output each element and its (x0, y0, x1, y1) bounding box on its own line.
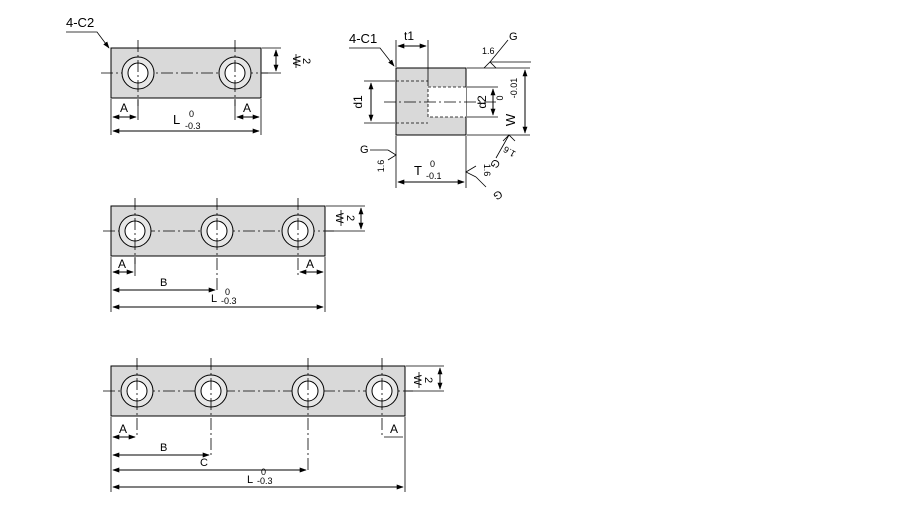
two-hole-plate-view: 4-C2 W 2 A A L 0 -0.3 (66, 15, 312, 135)
dim-a-label: A (120, 101, 128, 115)
chamfer-c2-leader (66, 31, 110, 49)
hole (120, 358, 154, 437)
surface-finish-symbol: G 1.6 (487, 134, 518, 170)
dim-a-label: A (119, 422, 127, 436)
surface-finish-symbol: G 1.6 (482, 31, 531, 69)
side-section-view: 4-C1 t1 d1 d2 W 0 -0.01 T 0 -0.1 (349, 29, 531, 202)
dim-c-label: C (200, 457, 208, 469)
dim-l-label: L (247, 474, 253, 486)
dim-a-label: A (243, 101, 251, 115)
w-half-denominator: 2 (422, 377, 434, 383)
tol-upper: 0 (225, 287, 230, 297)
dim-t-label: T (414, 163, 422, 178)
hole (218, 40, 252, 106)
dim-d1-label: d1 (351, 95, 365, 109)
datum-g-label: G (509, 31, 518, 43)
w-half-numerator: W (411, 375, 423, 386)
hole (200, 198, 234, 290)
dim-d2-label: d2 (475, 95, 489, 109)
chamfer-c2-label: 4-C2 (66, 15, 94, 30)
roughness-label: 1.6 (376, 160, 386, 173)
surface-finish-symbol: G 1.6 (360, 144, 397, 173)
tol-lower: -0.3 (257, 476, 273, 486)
dim-l-label: L (173, 112, 180, 127)
dim-b-label: B (160, 277, 167, 289)
chamfer-c1-label: 4-C1 (349, 31, 377, 46)
dim-b-label: B (160, 442, 167, 454)
three-hole-plate-view: W 2 A A B L 0 -0.3 (103, 198, 365, 312)
hole (365, 358, 399, 437)
hole (281, 198, 315, 276)
dim-a-label: A (390, 422, 398, 436)
datum-g-label: G (360, 144, 369, 156)
hole (194, 358, 228, 455)
hole (121, 40, 155, 106)
roughness-label: 1.6 (482, 164, 492, 177)
tol-upper: 0 (261, 467, 266, 477)
roughness-label: 1.6 (482, 46, 495, 56)
tol-upper: 0 (430, 159, 435, 169)
tol-lower: -0.3 (221, 296, 237, 306)
tol-upper: 0 (189, 109, 194, 119)
tol-upper: 0 (495, 95, 505, 100)
dim-w-label: W (503, 113, 518, 126)
w-half-denominator: 2 (300, 58, 312, 64)
tol-lower: -0.3 (185, 121, 201, 131)
chamfer-c1-leader (349, 47, 395, 67)
datum-g-label: G (491, 187, 504, 202)
dim-l-label: L (211, 293, 217, 305)
roughness-label: 1.6 (502, 144, 518, 159)
hole (118, 198, 152, 264)
hole (291, 358, 325, 472)
tol-lower: -0.01 (509, 78, 519, 99)
w-half-denominator: 2 (344, 215, 356, 221)
four-hole-plate-view: W 2 A A B C L 0 -0.3 (103, 358, 444, 492)
tol-lower: -0.1 (426, 171, 442, 181)
dim-a-label: A (306, 257, 314, 271)
w-half-numerator: W (333, 213, 345, 224)
dim-a-label: A (118, 257, 126, 271)
dim-t1-label: t1 (404, 29, 414, 43)
